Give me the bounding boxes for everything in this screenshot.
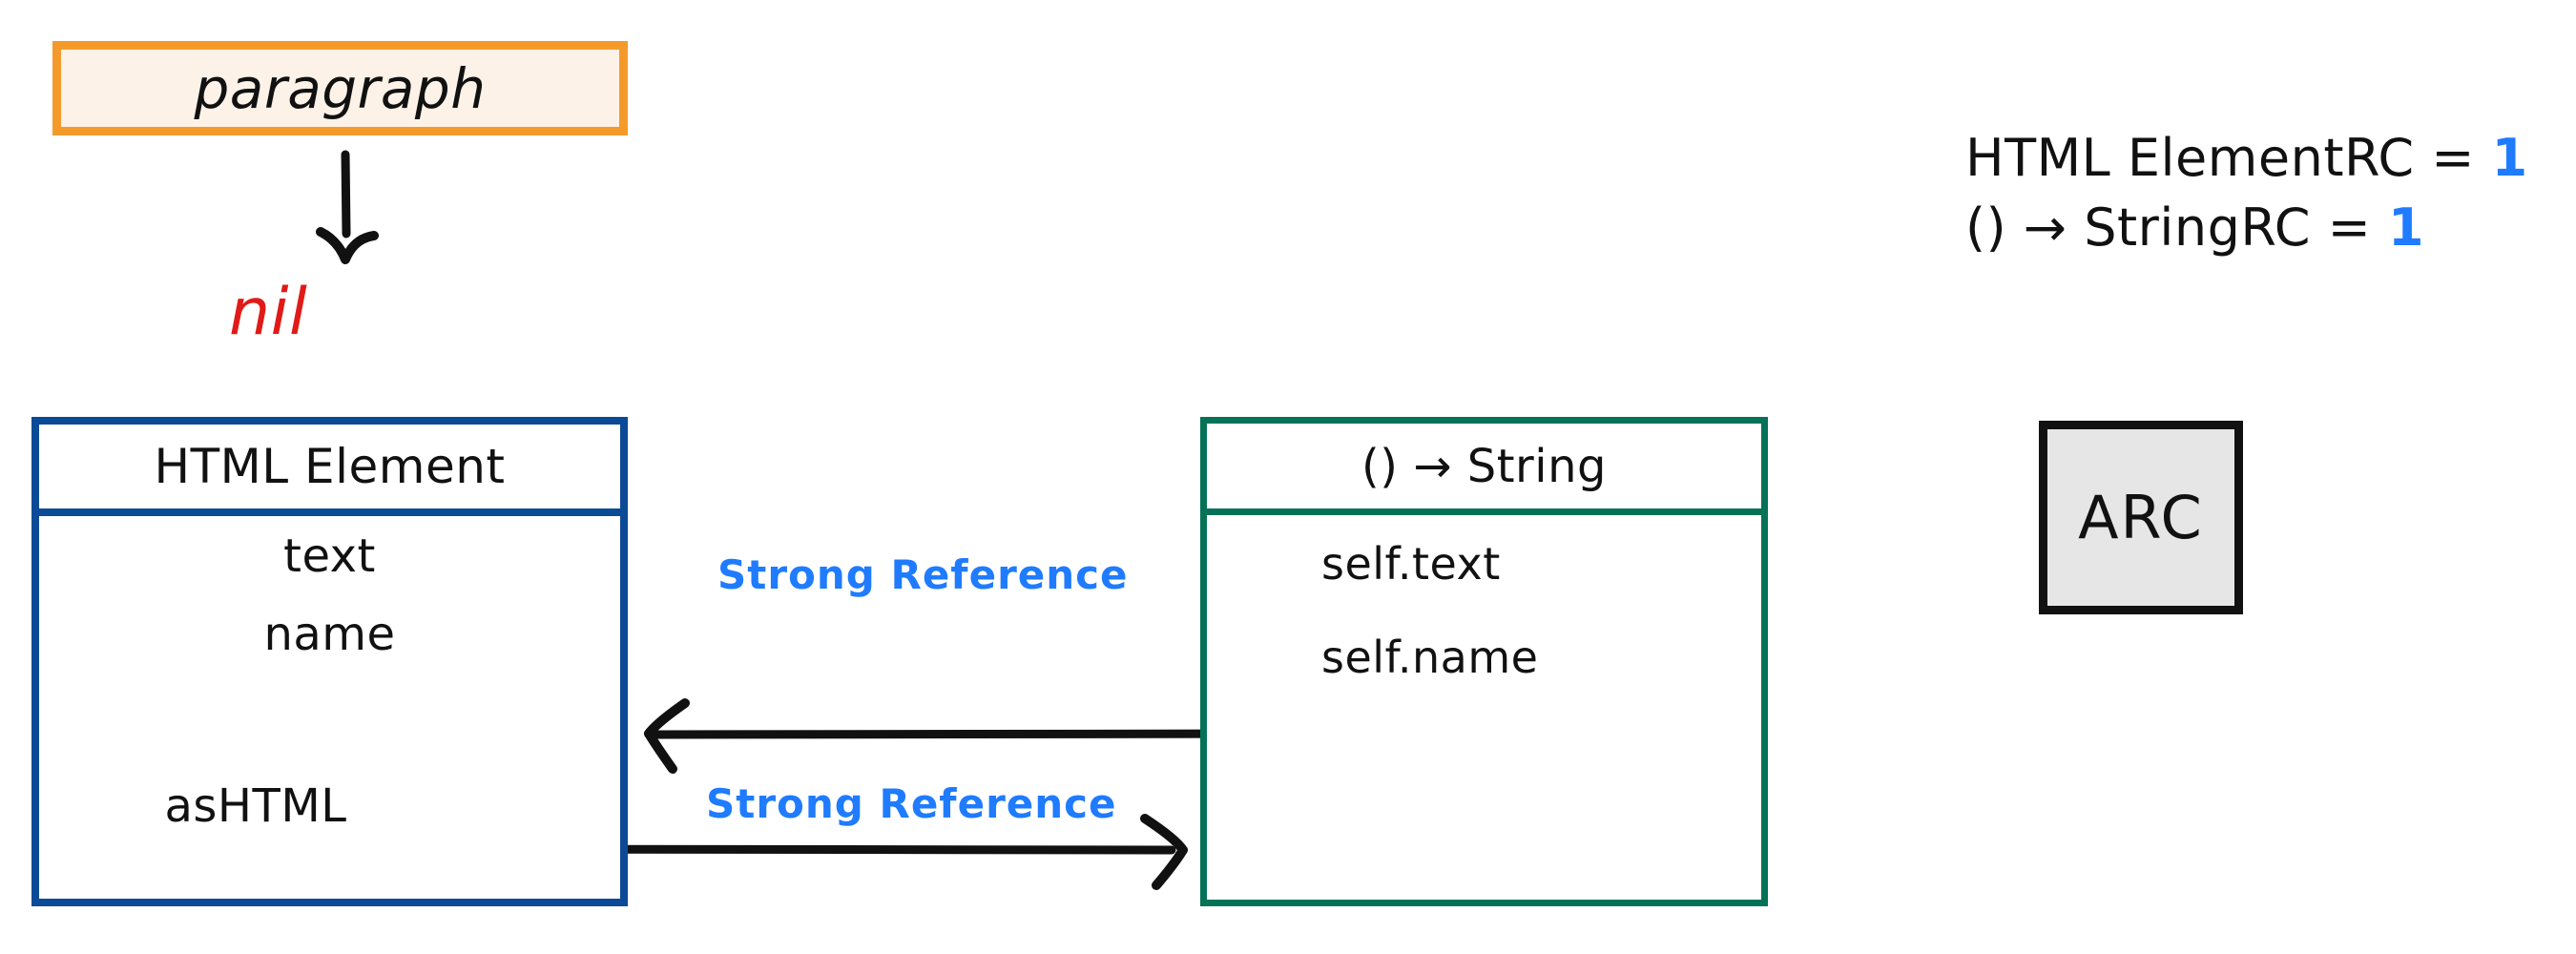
rc-suffix-htmlelement: RC = [2344, 128, 2492, 188]
closure-capture-self-name: self.name [1321, 632, 1539, 683]
paragraph-box[interactable]: paragraph [52, 41, 628, 135]
rc-subject-closure: () → String [1965, 197, 2241, 258]
rc-value-closure: 1 [2388, 197, 2425, 258]
paragraph-label: paragraph [194, 55, 487, 121]
htmlelement-title: HTML Element [154, 439, 506, 494]
closure-header: () → String [1207, 424, 1761, 515]
htmlelement-property-name: name [263, 608, 396, 661]
rc-suffix-closure: RC = [2240, 197, 2388, 258]
htmlelement-property-ashtml: asHTML [164, 779, 347, 833]
rc-value-htmlelement: 1 [2491, 128, 2528, 188]
arrow-closure-to-htmlelement [644, 698, 1310, 774]
closure-box[interactable]: () → String self.text self.name [1200, 417, 1768, 906]
reference-count-closure: () → StringRC = 1 [1965, 194, 2557, 263]
arc-label: ARC [2078, 483, 2204, 552]
closure-capture-self-text: self.text [1321, 538, 1501, 590]
edge-label-strong-reference-upper: Strong Reference [717, 551, 1129, 598]
htmlelement-class-box[interactable]: HTML Element text name asHTML [31, 417, 628, 906]
arc-box[interactable]: ARC [2039, 421, 2243, 614]
closure-title: () → String [1361, 439, 1607, 493]
reference-count-panel: HTML ElementRC = 1 () → StringRC = 1 [1965, 124, 2557, 263]
arrow-paragraph-to-nil [316, 150, 379, 264]
htmlelement-header: HTML Element [39, 425, 620, 516]
rc-subject-htmlelement: HTML Element [1965, 128, 2344, 188]
reference-count-htmlelement: HTML ElementRC = 1 [1965, 124, 2557, 194]
nil-value-label: nil [229, 275, 308, 350]
edge-label-strong-reference-lower: Strong Reference [706, 780, 1117, 827]
htmlelement-property-text: text [283, 529, 376, 583]
